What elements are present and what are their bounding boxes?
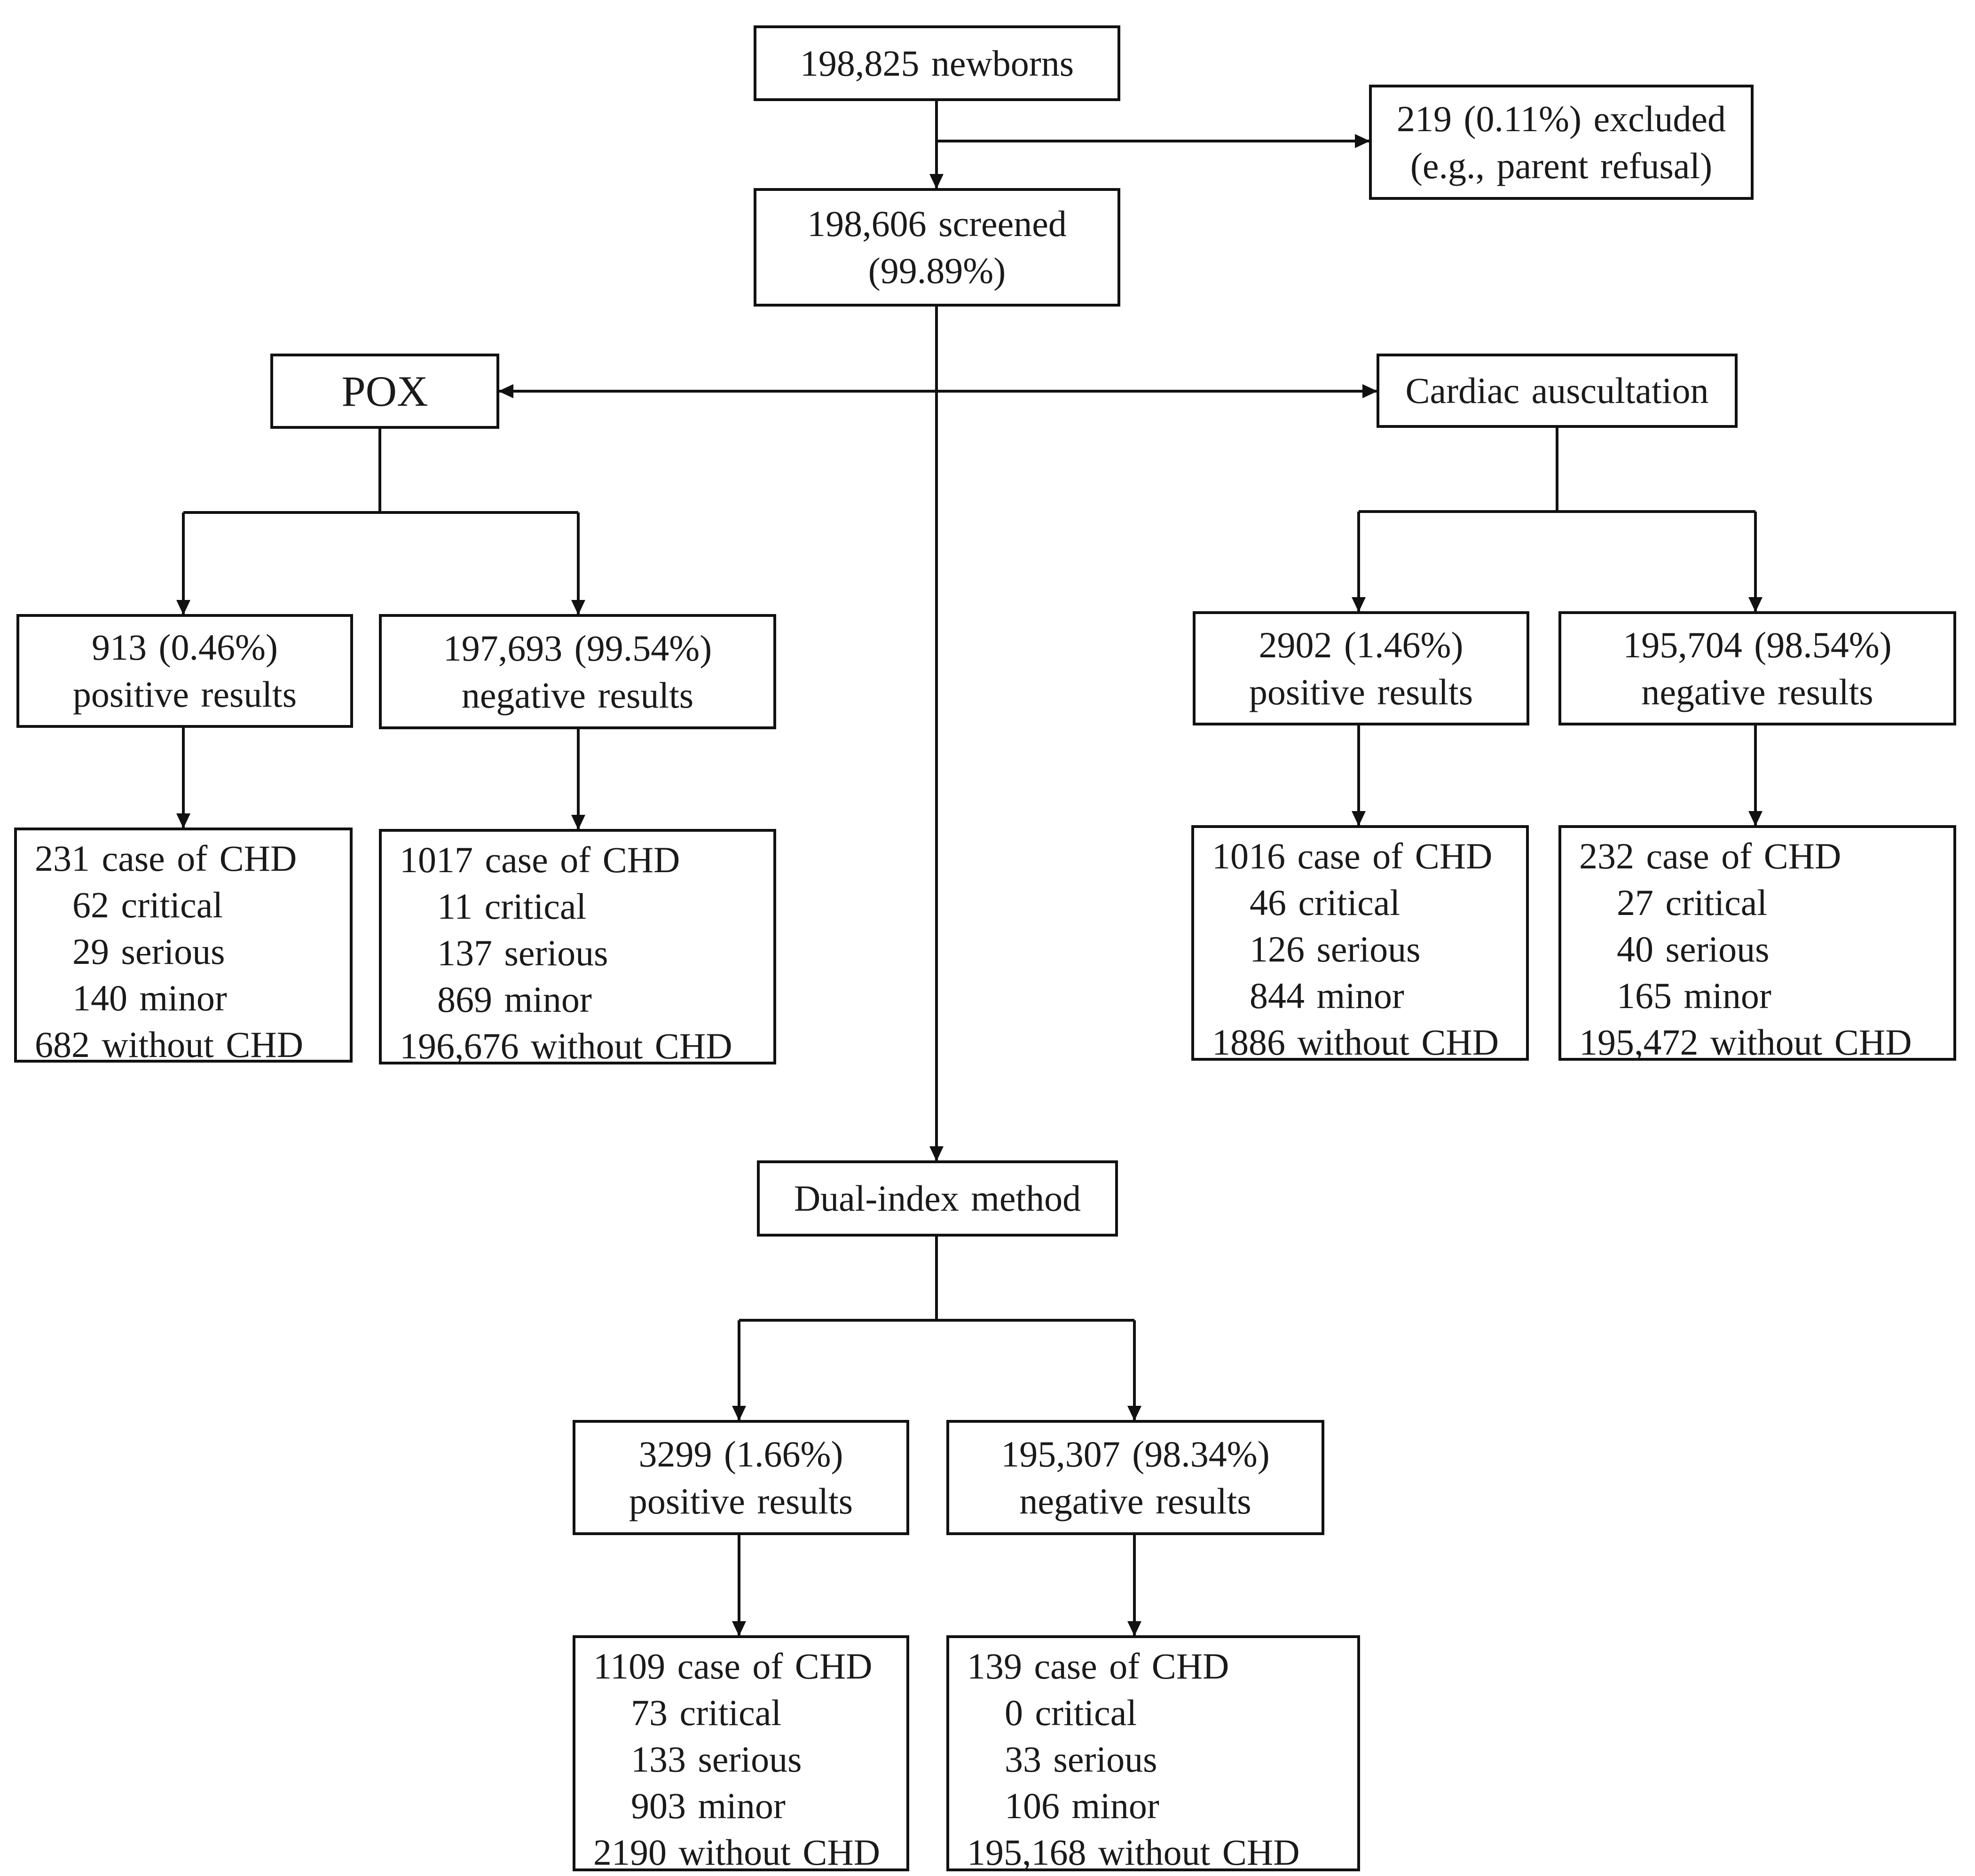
dual-positive-outcome-box: 1109 case of CHD 73 critical 133 serious… bbox=[573, 1635, 909, 1873]
dual-negative-line2: negative results bbox=[1019, 1480, 1251, 1521]
pox-negative-chd: 1017 case of CHD bbox=[400, 839, 680, 880]
pox-title: POX bbox=[341, 367, 428, 415]
dual-negative-without: 195,168 without CHD bbox=[967, 1832, 1300, 1873]
ausc-positive-minor: 844 minor bbox=[1250, 975, 1404, 1016]
ausc-positive-critical: 46 critical bbox=[1250, 882, 1401, 923]
ausc-negative-without: 195,472 without CHD bbox=[1579, 1022, 1912, 1063]
ausc-positive-outcome-box: 1016 case of CHD 46 critical 126 serious… bbox=[1191, 825, 1529, 1063]
newborns-box: 198,825 newborns bbox=[754, 25, 1120, 101]
ausc-positive-box: 2902 (1.46%) positive results bbox=[1193, 611, 1529, 725]
pox-negative-minor: 869 minor bbox=[437, 979, 592, 1020]
pox-positive-chd: 231 case of CHD bbox=[35, 838, 297, 879]
ausc-negative-chd: 232 case of CHD bbox=[1579, 836, 1841, 876]
ausc-negative-serious: 40 serious bbox=[1617, 929, 1770, 970]
pox-negative-without: 196,676 without CHD bbox=[400, 1025, 732, 1066]
pox-box: POX bbox=[270, 354, 499, 429]
screened-line1: 198,606 screened bbox=[807, 203, 1067, 244]
pox-positive-serious: 29 serious bbox=[72, 931, 225, 972]
dual-index-title: Dual-index method bbox=[794, 1178, 1081, 1219]
excluded-line1: 219 (0.11%) excluded bbox=[1396, 98, 1726, 139]
dual-positive-line1: 3299 (1.66%) bbox=[638, 1433, 843, 1474]
ausc-positive-line2: positive results bbox=[1249, 671, 1473, 712]
excluded-line2: (e.g., parent refusal) bbox=[1410, 145, 1713, 186]
pox-negative-line1: 197,693 (99.54%) bbox=[443, 627, 712, 669]
ausc-positive-chd: 1016 case of CHD bbox=[1212, 836, 1493, 876]
dual-index-box: Dual-index method bbox=[757, 1160, 1118, 1237]
ausc-negative-box: 195,704 (98.54%) negative results bbox=[1558, 611, 1956, 725]
pox-negative-outcome-box: 1017 case of CHD 11 critical 137 serious… bbox=[379, 829, 776, 1066]
ausc-negative-line2: negative results bbox=[1641, 671, 1873, 712]
pox-positive-box: 913 (0.46%) positive results bbox=[16, 614, 353, 728]
dual-positive-chd: 1109 case of CHD bbox=[593, 1646, 873, 1687]
screened-box: 198,606 screened (99.89%) bbox=[754, 188, 1120, 307]
pox-positive-line1: 913 (0.46%) bbox=[92, 627, 278, 668]
excluded-box: 219 (0.11%) excluded (e.g., parent refus… bbox=[1369, 85, 1754, 200]
ausc-negative-critical: 27 critical bbox=[1617, 882, 1768, 923]
ausc-positive-without: 1886 without CHD bbox=[1212, 1022, 1499, 1063]
pox-positive-outcome-box: 231 case of CHD 62 critical 29 serious 1… bbox=[14, 828, 353, 1065]
pox-positive-without: 682 without CHD bbox=[35, 1024, 304, 1065]
dual-negative-minor: 106 minor bbox=[1005, 1785, 1159, 1826]
pox-positive-line2: positive results bbox=[72, 674, 297, 715]
dual-positive-minor: 903 minor bbox=[631, 1785, 786, 1826]
dual-positive-serious: 133 serious bbox=[631, 1739, 802, 1780]
pox-positive-critical: 62 critical bbox=[72, 884, 223, 925]
dual-positive-line2: positive results bbox=[629, 1480, 853, 1521]
dual-negative-box: 195,307 (98.34%) negative results bbox=[946, 1420, 1324, 1535]
pox-negative-box: 197,693 (99.54%) negative results bbox=[379, 614, 776, 729]
newborns-label: 198,825 newborns bbox=[800, 42, 1074, 84]
ausc-negative-outcome-box: 232 case of CHD 27 critical 40 serious 1… bbox=[1558, 825, 1956, 1063]
pox-negative-critical: 11 critical bbox=[437, 886, 587, 927]
ausc-negative-minor: 165 minor bbox=[1617, 975, 1771, 1016]
dual-positive-box: 3299 (1.66%) positive results bbox=[573, 1420, 909, 1535]
auscultation-box: Cardiac auscultation bbox=[1377, 354, 1738, 428]
screened-line2: (99.89%) bbox=[868, 250, 1006, 291]
ausc-negative-line1: 195,704 (98.54%) bbox=[1623, 624, 1892, 665]
dual-negative-serious: 33 serious bbox=[1005, 1739, 1157, 1780]
auscultation-title: Cardiac auscultation bbox=[1405, 370, 1709, 411]
dual-positive-critical: 73 critical bbox=[631, 1692, 782, 1733]
pox-positive-minor: 140 minor bbox=[72, 977, 227, 1018]
pox-negative-serious: 137 serious bbox=[437, 932, 608, 973]
dual-negative-critical: 0 critical bbox=[1005, 1692, 1137, 1733]
pox-negative-line2: negative results bbox=[461, 674, 694, 716]
dual-negative-outcome-box: 139 case of CHD 0 critical 33 serious 10… bbox=[946, 1635, 1360, 1873]
dual-positive-without: 2190 without CHD bbox=[593, 1832, 881, 1873]
ausc-positive-serious: 126 serious bbox=[1250, 929, 1421, 970]
dual-negative-line1: 195,307 (98.34%) bbox=[1001, 1433, 1270, 1474]
dual-negative-chd: 139 case of CHD bbox=[967, 1646, 1229, 1687]
ausc-positive-line1: 2902 (1.46%) bbox=[1259, 624, 1464, 665]
